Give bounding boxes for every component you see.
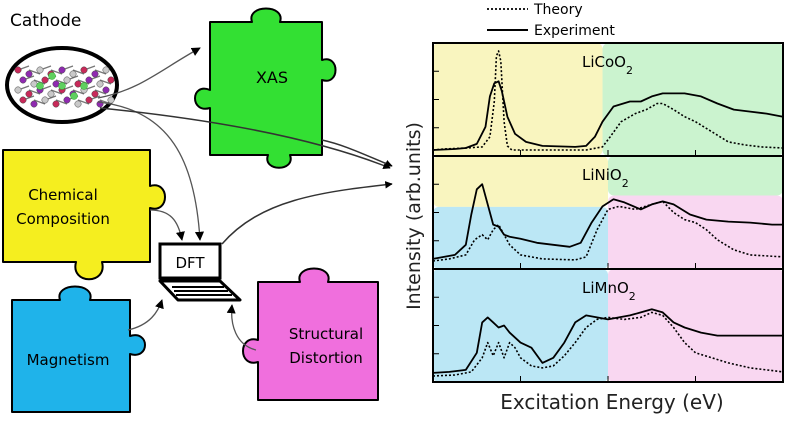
x-axis-label: Excitation Energy (eV) — [500, 390, 723, 414]
atom — [41, 96, 49, 104]
structural-label-line2: Distortion — [289, 349, 363, 367]
li-atom — [80, 82, 88, 90]
atom — [85, 96, 93, 104]
compound-label: LiMnO2 — [582, 279, 636, 303]
li-atom — [58, 82, 66, 90]
panel-region — [433, 156, 608, 207]
experiment-series-line — [432, 183, 783, 260]
arrow-magnetism-to-dft — [127, 299, 164, 331]
atom — [36, 66, 44, 74]
atom — [25, 90, 33, 98]
structural-distortion-puzzle-piece — [242, 267, 379, 401]
theory-series-line — [432, 311, 784, 377]
theory-series-line — [432, 200, 784, 262]
chemical-label-line2: Composition — [16, 210, 110, 228]
atom — [63, 96, 71, 104]
atom — [30, 80, 38, 88]
atom — [85, 76, 93, 84]
arrow-dft-to-chart — [221, 181, 393, 245]
atom — [52, 100, 60, 108]
cathode-label: Cathode — [10, 11, 81, 31]
atom — [102, 66, 110, 74]
arrow-cathode-to-dft — [97, 101, 205, 241]
atom — [25, 70, 33, 78]
panel-region — [602, 43, 783, 156]
legend-theory-label: Theory — [533, 2, 583, 18]
xas-label: XAS — [256, 68, 288, 87]
compound-label: LiNiO2 — [582, 166, 629, 190]
li-atom — [70, 92, 78, 100]
atom — [102, 86, 110, 94]
experiment-series-line — [432, 80, 784, 151]
atom — [91, 90, 99, 98]
arrow-cathode-to-chart — [99, 107, 391, 169]
theory-series-line — [432, 50, 784, 151]
atom — [74, 100, 82, 108]
panel-region — [608, 269, 783, 382]
chart-legend: Theory Experiment — [487, 2, 615, 39]
legend-experiment-label: Experiment — [534, 23, 615, 39]
atom — [107, 76, 115, 84]
atom — [69, 70, 77, 78]
panel-region — [433, 43, 603, 156]
y-axis-label: Intensity (arb.units) — [403, 122, 425, 310]
arrow-structural-to-dft — [226, 304, 257, 351]
atom — [74, 80, 82, 88]
atom — [19, 96, 27, 104]
flow-arrows — [97, 47, 393, 351]
arrow-cathode-to-xas — [97, 47, 201, 99]
atom — [41, 76, 49, 84]
atom — [80, 66, 88, 74]
xas-puzzle-piece — [194, 7, 337, 169]
atom — [58, 66, 66, 74]
atom — [14, 86, 22, 94]
laptop-icon — [158, 242, 242, 302]
atom — [63, 76, 71, 84]
atom — [47, 90, 55, 98]
panel-region — [608, 156, 783, 196]
atom — [91, 70, 99, 78]
magnetism-puzzle-piece — [11, 285, 146, 413]
atom — [19, 76, 27, 84]
li-atom — [48, 72, 56, 80]
atom — [30, 100, 38, 108]
li-atom — [36, 82, 44, 90]
atom — [52, 80, 60, 88]
spectrum-panel: LiNiO2 — [432, 155, 784, 270]
structural-label-line1: Structural — [289, 325, 363, 343]
chemical-label-line1: Chemical — [28, 186, 98, 204]
arrow-xas-to-chart — [321, 139, 393, 167]
atom — [96, 80, 104, 88]
magnetism-label: Magnetism — [27, 351, 110, 369]
experiment-series-line — [432, 308, 783, 374]
spectrum-panel: LiMnO2 — [432, 268, 784, 383]
arrow-chemical-to-dft — [149, 209, 185, 241]
spectrum-panel: LiCoO2 — [432, 42, 784, 157]
atom — [107, 96, 115, 104]
atom — [14, 66, 22, 74]
dft-label: DFT — [175, 254, 205, 272]
chemical-composition-puzzle-piece — [2, 149, 166, 281]
panel-frame — [432, 268, 784, 383]
panel-region — [608, 195, 783, 269]
compound-label: LiCoO2 — [582, 53, 633, 77]
